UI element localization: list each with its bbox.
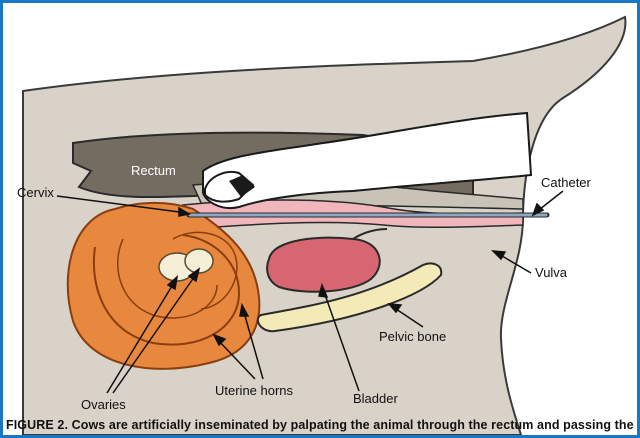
label-ovaries: Ovaries (81, 397, 126, 412)
label-pelvic-bone: Pelvic bone (379, 329, 446, 344)
bladder (266, 236, 381, 293)
uterine-coil-inner (93, 234, 241, 346)
cervix-arrowhead (178, 206, 192, 217)
label-catheter: Catheter (541, 175, 592, 190)
urethra (352, 228, 388, 240)
bladder-leader (322, 288, 360, 392)
uterine-horns-arrowhead-2 (239, 302, 250, 317)
uterine-horns-leader-1 (216, 338, 256, 380)
pelvic-bone (256, 262, 443, 333)
ovaries-leader-2 (112, 272, 198, 394)
pelvic-bone-arrowhead (387, 303, 403, 314)
ovaries-leader-1 (106, 280, 176, 394)
inseminator-arm (202, 111, 533, 209)
hand-grip-shadow (229, 175, 255, 197)
catheter-arrowhead (531, 202, 545, 217)
uterine-horns-leader-2 (242, 308, 264, 380)
reproductive-anatomy-diagram: Rectum Cervix Catheter Vulva Pelvic bone… (17, 15, 627, 435)
bladder-arrowhead (318, 282, 329, 298)
uterine-horn-curl (172, 231, 238, 310)
ovary-right (184, 248, 214, 274)
figure-caption: FIGURE 2. Cows are artificially insemina… (6, 418, 634, 432)
cervix-leader (56, 195, 188, 214)
leader-lines (56, 190, 564, 394)
ovaries-arrowhead-1 (166, 275, 179, 291)
label-uterine-horns: Uterine horns (215, 383, 294, 398)
vulva-arrowhead (491, 250, 507, 261)
uterine-horns-arrowhead-1 (212, 333, 227, 347)
label-vulva: Vulva (535, 265, 568, 280)
label-bladder: Bladder (353, 391, 398, 406)
uterine-coil-detail (117, 238, 218, 319)
label-cervix: Cervix (17, 185, 54, 200)
label-rectum: Rectum (131, 163, 176, 178)
ovaries-arrowhead-2 (187, 267, 201, 283)
